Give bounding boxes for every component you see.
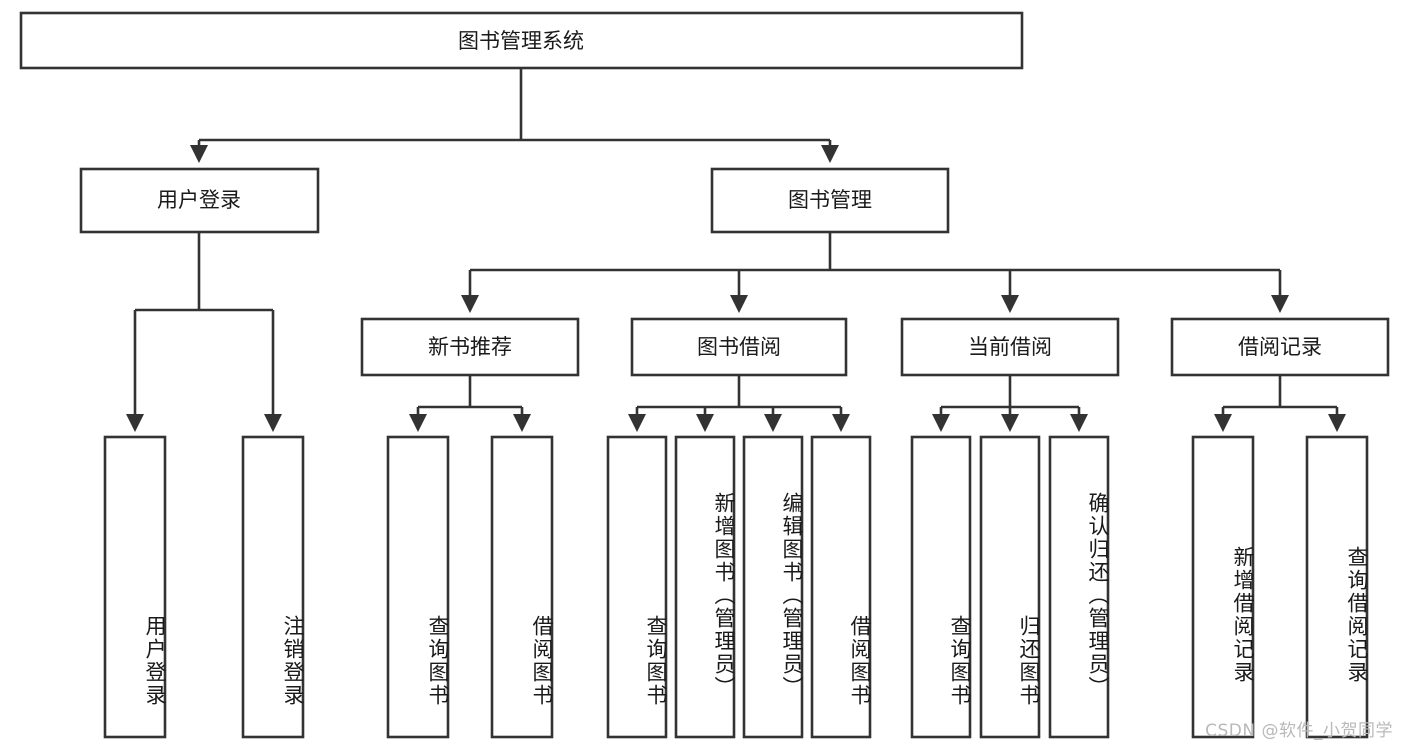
node-book-management[interactable]: 图书管理	[710, 167, 950, 234]
node-user-login-box[interactable]	[79, 167, 320, 234]
node-leaf-return-book-box[interactable]	[979, 435, 1041, 739]
node-leaf-query-book-3-box[interactable]	[910, 435, 972, 739]
connector-group-root-to-level2	[189, 68, 840, 164]
node-book-management-label: 图书管理	[788, 188, 872, 212]
node-borrow-record-box[interactable]	[1170, 317, 1390, 377]
node-leaf-user-logout-box[interactable]	[241, 435, 305, 739]
node-leaf-user-login-box[interactable]	[103, 435, 167, 739]
node-book-management-box[interactable]	[710, 167, 950, 234]
connector-group-borrow-record-to-leaves	[1213, 375, 1347, 433]
node-leaf-query-book-1-box[interactable]	[386, 435, 450, 739]
node-leaf-borrow-book-1-box[interactable]	[490, 435, 554, 739]
node-current-borrow-box[interactable]	[900, 317, 1120, 377]
node-user-login[interactable]: 用户登录	[79, 167, 320, 234]
node-borrow-record-label: 借阅记录	[1238, 335, 1322, 359]
connector-group-user-login-to-leaves	[125, 232, 283, 433]
node-leaf-query-record-box[interactable]	[1305, 435, 1369, 739]
node-book-borrow-label: 图书借阅	[697, 335, 781, 359]
node-current-borrow-label: 当前借阅	[968, 335, 1052, 359]
node-root[interactable]: 图书管理系统	[19, 11, 1024, 70]
node-leaf-edit-book-box[interactable]	[742, 435, 804, 739]
leaf-boxes-book-borrow	[606, 435, 872, 739]
node-leaf-add-book-box[interactable]	[674, 435, 736, 739]
connector-group-book-management-to-level3	[460, 232, 1290, 314]
node-leaf-add-record-box[interactable]	[1191, 435, 1255, 739]
node-book-borrow-box[interactable]	[630, 317, 848, 377]
leaf-boxes-user-login	[103, 435, 305, 739]
connector-group-new-book-recommend-to-leaves	[408, 375, 532, 433]
leaf-boxes-current-borrow	[910, 435, 1110, 739]
leaf-boxes-new-book-recommend	[386, 435, 554, 739]
node-root-box[interactable]	[19, 11, 1024, 70]
node-root-label: 图书管理系统	[458, 29, 584, 53]
csdn-watermark: CSDN @软件_小贺同学	[1205, 721, 1393, 741]
connector-group-book-borrow-to-leaves	[627, 375, 851, 433]
connector-group-current-borrow-to-leaves	[931, 375, 1089, 433]
leaf-boxes-borrow-record	[1191, 435, 1369, 739]
node-new-book-recommend-box[interactable]	[360, 317, 580, 377]
node-leaf-query-book-2-box[interactable]	[606, 435, 668, 739]
node-leaf-borrow-book-2-box[interactable]	[810, 435, 872, 739]
node-book-borrow[interactable]: 图书借阅	[630, 317, 848, 377]
node-new-book-recommend-label: 新书推荐	[428, 335, 512, 359]
node-current-borrow[interactable]: 当前借阅	[900, 317, 1120, 377]
node-borrow-record[interactable]: 借阅记录	[1170, 317, 1390, 377]
node-leaf-confirm-return-box[interactable]	[1048, 435, 1110, 739]
node-new-book-recommend[interactable]: 新书推荐	[360, 317, 580, 377]
node-user-login-label: 用户登录	[157, 188, 241, 212]
